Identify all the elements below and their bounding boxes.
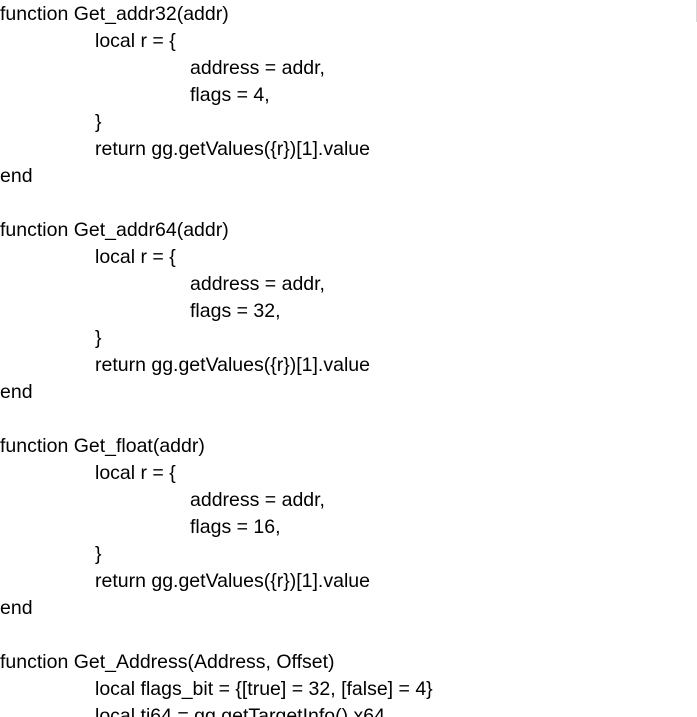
code-line: address = addr, xyxy=(190,273,325,295)
code-line: return gg.getValues({r})[1].value xyxy=(95,354,370,376)
code-line: end xyxy=(0,381,33,403)
code-line: end xyxy=(0,165,33,187)
code-line: } xyxy=(95,327,102,349)
code-line: local flags_bit = {[true] = 32, [false] … xyxy=(95,678,433,700)
code-line: return gg.getValues({r})[1].value xyxy=(95,138,370,160)
code-line: } xyxy=(95,543,102,565)
code-line: function Get_addr64(addr) xyxy=(0,219,229,241)
code-line: function Get_Address(Address, Offset) xyxy=(0,651,335,673)
code-line: return gg.getValues({r})[1].value xyxy=(95,570,370,592)
code-line: local r = { xyxy=(95,30,176,52)
code-line: flags = 4, xyxy=(190,84,270,106)
code-line: flags = 16, xyxy=(190,516,281,538)
code-line: end xyxy=(0,597,33,619)
code-line: address = addr, xyxy=(190,57,325,79)
code-line: local r = { xyxy=(95,246,176,268)
code-line: function Get_addr32(addr) xyxy=(0,3,229,25)
code-line: local ti64 = gg.getTargetInfo().x64 xyxy=(95,705,385,717)
code-line: } xyxy=(95,111,102,133)
code-line: function Get_float(addr) xyxy=(0,435,205,457)
code-line: address = addr, xyxy=(190,489,325,511)
code-line: local r = { xyxy=(95,462,176,484)
code-line: flags = 32, xyxy=(190,300,281,322)
